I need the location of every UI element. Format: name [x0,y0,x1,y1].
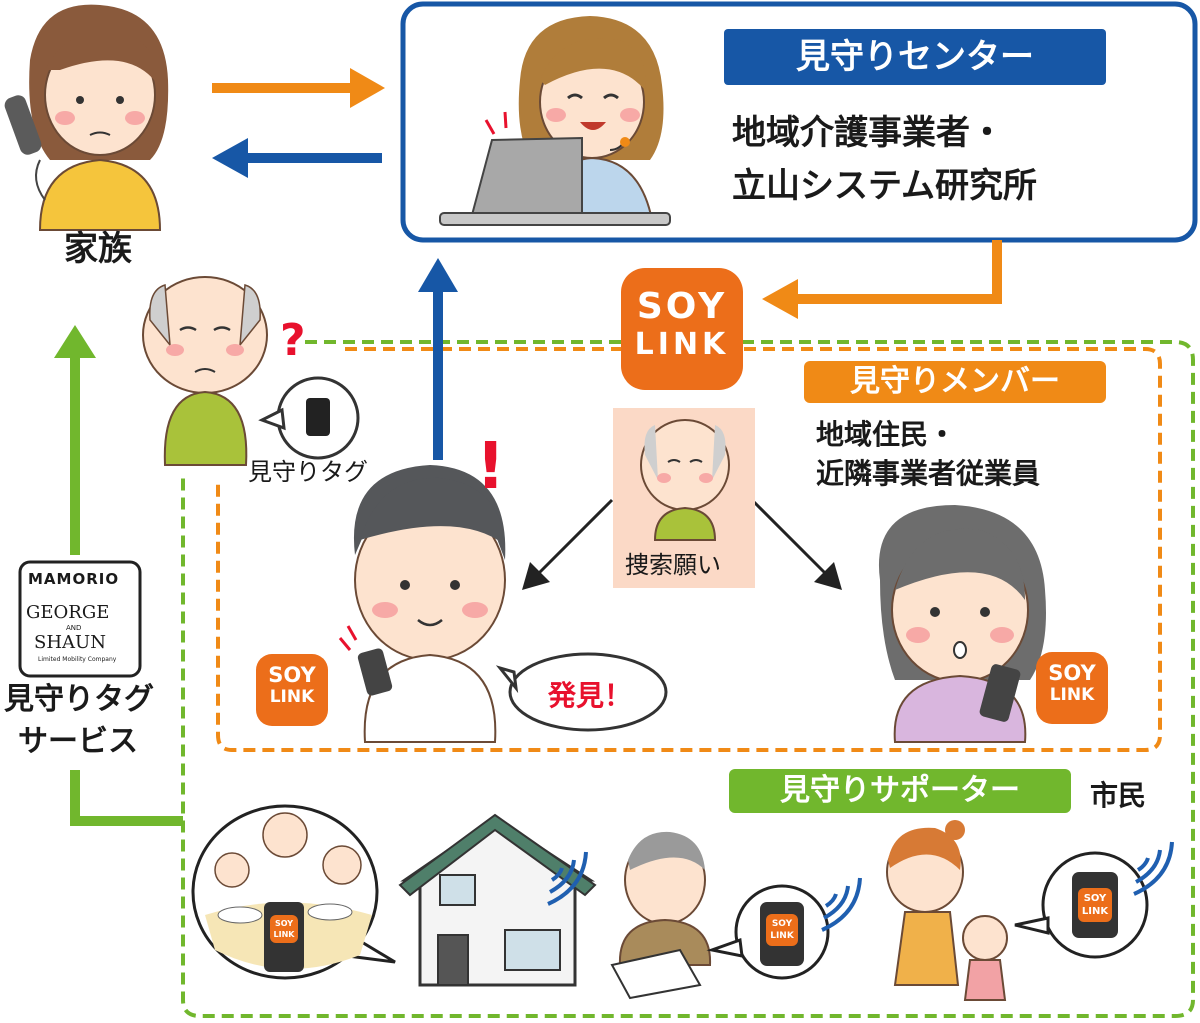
soylink-app-icon: SOY LINK [621,268,743,390]
app-line2: LINK [634,327,730,362]
member-title: 見守りメンバー [850,364,1060,399]
supporter-title: 見守りサポーター [780,773,1020,808]
soylink-phone-icon-elder: SOY LINK [766,914,798,946]
exclaim-mark: ! [476,430,505,504]
app-tiny-line2: LINK [273,930,295,939]
arrow-center-to-family [212,138,382,178]
tag-service-line2: サービス [18,724,138,759]
search-elderly-illustration [640,419,730,541]
supporter-title-badge: 見守りサポーター [729,769,1071,813]
soylink-phone-icon-table: SOY LINK [270,915,298,943]
mother-child-illustration [886,820,1008,1001]
member-line2: 近隣事業者従業員 [816,457,1041,490]
found-bubble [495,652,668,732]
logo-mamorio: MAMORIO [28,570,120,588]
app-tiny-line1: SOY [1083,893,1107,904]
center-line2: 立山システム研究所 [732,166,1037,206]
arrow-search-left [522,498,614,590]
family-person-illustration [4,4,169,231]
house-illustration [398,813,597,987]
app-small-line1: SOY [1048,661,1096,685]
operator-illustration [439,16,671,226]
member-region [216,347,1162,752]
soylink-small-icon-left: SOY LINK [256,654,328,726]
app-small-line2: LINK [269,687,315,707]
logo-sub: Limited Mobility Company [38,656,117,663]
arrow-tagservice-to-family [54,325,183,826]
tag-bubble [258,376,360,460]
found-label: 発見！ [548,679,633,712]
member-title-badge: 見守りメンバー [804,361,1106,403]
app-small-line2: LINK [1049,685,1095,705]
app-tiny-line2: LINK [1081,906,1109,917]
arrow-center-to-app [762,240,1002,319]
logo-shaun: SHAUN [34,632,106,653]
question-mark: ? [280,315,306,366]
finder-illustration [338,465,506,743]
app-tiny-line2: LINK [770,931,794,941]
search-label: 捜索願い [625,551,721,579]
supporter-sub: 市民 [1090,779,1147,812]
family-label: 家族 [64,229,132,269]
supporter-region [181,340,1195,1018]
app-line1: SOY [636,286,728,327]
member-line1: 地域住民・ [816,418,957,451]
logo-and: AND [66,624,82,632]
logo-george: GEORGE [26,602,110,623]
arrow-finder-to-center [418,258,458,460]
tag-label: 見守りタグ [248,458,368,486]
wifi-icon [821,877,862,932]
app-tiny-line1: SOY [274,919,294,928]
center-title-badge: 見守りセンター [724,29,1106,85]
wifi-icon [547,851,588,906]
elderly-man-illustration [142,276,268,466]
soylink-small-icon-right: SOY LINK [1036,652,1108,724]
member-woman-illustration [878,505,1046,743]
family-table-bubble [191,804,396,980]
soylink-phone-icon-mother: SOY LINK [1078,888,1112,922]
tag-service-logo-box [18,560,142,678]
app-small-line1: SOY [268,663,316,687]
wifi-icon [1133,841,1174,896]
arrow-family-to-center [212,68,385,108]
center-line1: 地域介護事業者・ [732,113,1004,153]
writing-elder-illustration [610,831,712,1000]
center-title: 見守りセンター [796,37,1034,77]
app-tiny-line1: SOY [771,919,793,929]
tag-service-line1: 見守りタグ [4,682,154,717]
arrow-search-right [750,498,842,590]
